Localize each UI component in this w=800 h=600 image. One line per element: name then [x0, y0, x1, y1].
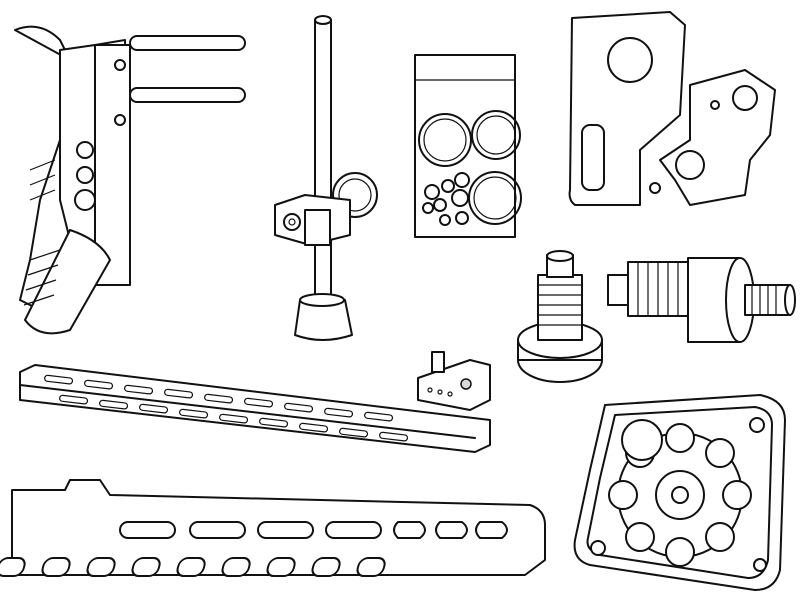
- rotary-magazine: [573, 394, 786, 591]
- slotted-rail: [19, 364, 491, 453]
- handguard: [0, 479, 546, 577]
- threaded-fitting-vertical: [517, 250, 603, 383]
- grip-lever-assembly: [14, 25, 246, 335]
- o-ring-bag: [414, 54, 522, 238]
- trigger-plates: [568, 11, 776, 206]
- threaded-fitting-horizontal: [607, 257, 796, 343]
- rod-clamp-foot: [274, 15, 378, 341]
- rail-sight-block: [417, 351, 491, 411]
